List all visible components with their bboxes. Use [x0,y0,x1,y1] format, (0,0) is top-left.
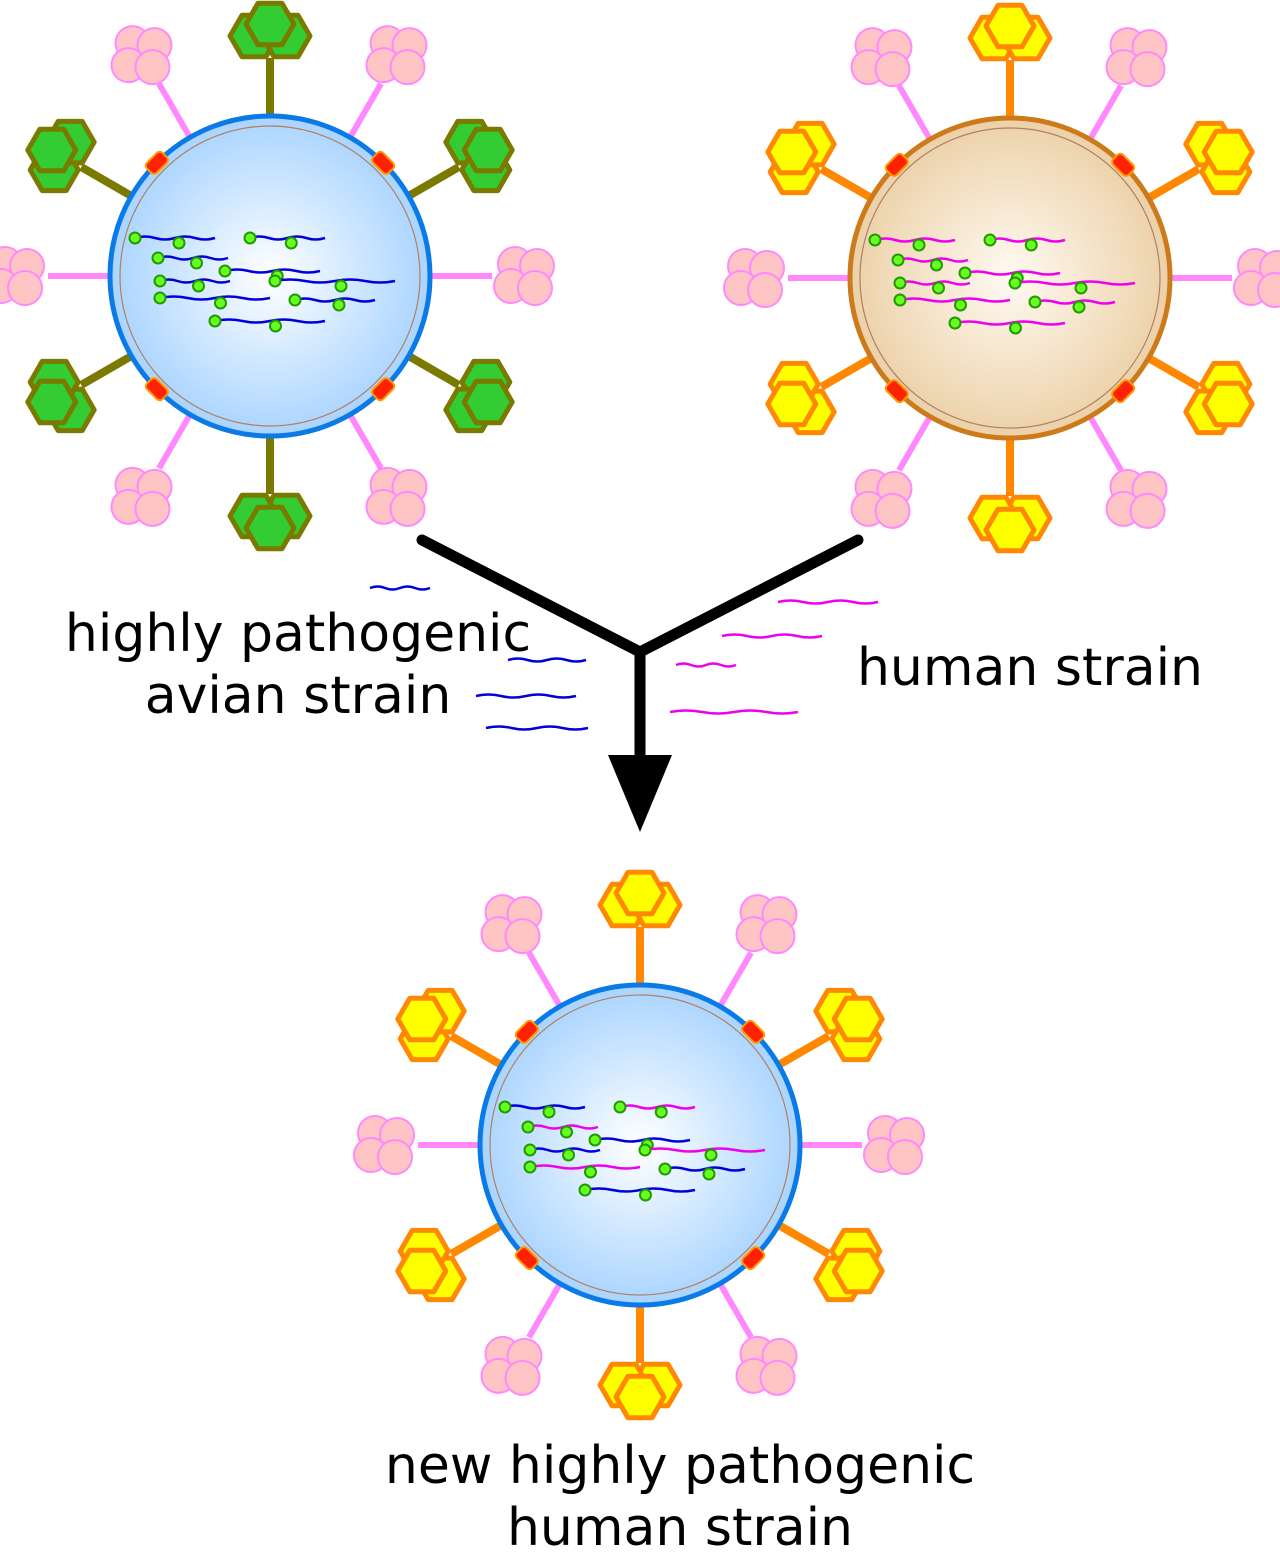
rna-segment-icon [638,1143,766,1162]
ion-channel-icon [514,1246,539,1271]
hemagglutinin-spike-icon [597,869,683,985]
neuraminidase-spike-icon [0,246,110,306]
ion-channel-icon [514,1019,539,1044]
neuraminidase-spike-icon [353,1115,480,1175]
neuraminidase-spike-icon [110,413,193,527]
merge-arrow-icon [416,534,864,832]
ion-channel-icon [371,377,396,402]
ion-channel-icon [884,152,909,177]
new-virus-particle [353,869,925,1421]
rna-segment-icon [485,725,589,731]
rna-segment-icon [1028,295,1116,314]
rna-segment-icon [669,709,799,715]
rna-segment-icon [153,291,271,310]
neuraminidase-spike-icon [347,25,428,139]
rna-segment-icon [777,599,879,605]
rna-segment-icon [948,316,1066,335]
rna-segment-icon [153,274,231,293]
hemagglutinin-spike-icon [406,352,515,434]
ion-channel-icon [144,377,169,402]
rna-segment-icon [268,274,396,293]
rna-segment-icon [721,633,823,639]
rna-segment-icon [613,1100,696,1119]
hemagglutinin-spike-icon [967,2,1053,118]
neuraminidase-spike-icon [1087,27,1168,141]
hemagglutinin-spike-icon [776,1221,885,1303]
hemagglutinin-spike-icon [1146,120,1255,202]
avian-virus-particle [0,0,555,552]
rna-segment-icon [128,231,216,250]
rna-segment-icon [1008,276,1136,295]
neuraminidase-spike-icon [717,894,798,1008]
hemagglutinin-spike-icon [25,352,134,434]
hemagglutinin-spike-icon [776,987,885,1069]
neuraminidase-spike-icon [480,894,563,1008]
rna-segment-icon [578,1183,696,1202]
rna-segment-icon [658,1162,746,1181]
hemagglutinin-spike-icon [597,1305,683,1421]
neuraminidase-spike-icon [850,415,933,529]
label-human-line1: human strain [856,638,1204,698]
capsid-shell [847,115,1173,441]
rna-segment-icon [893,276,971,295]
rna-segment-icon [893,293,1011,312]
label-new-line1: new highly pathogenic [384,1436,976,1496]
neuraminidase-spike-icon [347,413,428,527]
rna-segment-icon [475,693,577,699]
neuraminidase-spike-icon [1087,415,1168,529]
label-new-strain: new highly pathogenic human strain [330,1435,1030,1559]
rna-segment-icon [891,253,969,272]
loose-rna-segments [369,585,879,731]
neuraminidase-spike-icon [717,1282,798,1396]
label-avian-line2: avian strain [144,666,452,726]
hemagglutinin-spike-icon [227,0,313,116]
neuraminidase-spike-icon [800,1115,925,1175]
hemagglutinin-spike-icon [765,120,874,202]
rna-segment-icon [868,233,956,252]
rna-segment-icon [523,1160,641,1179]
rna-segment-icon [369,585,431,591]
hemagglutinin-spike-icon [406,118,515,200]
rna-segment-icon [507,657,587,663]
ion-channel-icon [884,379,909,404]
rna-segment-icon [983,233,1066,252]
ion-channel-icon [371,150,396,175]
ion-channel-icon [741,1019,766,1044]
hemagglutinin-spike-icon [25,118,134,200]
neuraminidase-spike-icon [850,27,933,141]
neuraminidase-spike-icon [110,25,193,139]
hemagglutinin-spike-icon [967,438,1053,554]
hemagglutinin-spike-icon [395,987,504,1069]
neuraminidase-spike-icon [480,1282,563,1396]
hemagglutinin-spike-icon [1146,354,1255,436]
rna-segment-icon [151,251,229,270]
rna-segment-icon [958,266,1061,285]
label-new-line2: human strain [506,1498,854,1558]
rna-segment-icon [498,1100,586,1119]
ion-channel-icon [1111,152,1136,177]
hemagglutinin-spike-icon [765,354,874,436]
neuraminidase-spike-icon [430,246,555,306]
ion-channel-icon [741,1246,766,1271]
ion-channel-icon [144,150,169,175]
label-avian-line1: highly pathogenic [64,604,532,664]
rna-segment-icon [523,1143,601,1162]
hemagglutinin-spike-icon [395,1221,504,1303]
rna-segment-icon [675,662,737,668]
rna-segment-icon [288,293,376,312]
neuraminidase-spike-icon [723,248,850,308]
rna-segment-icon [208,314,326,333]
capsid-shell [477,982,803,1308]
rna-segment-icon [243,231,326,250]
capsid-shell [107,113,433,439]
hemagglutinin-spike-icon [227,436,313,552]
label-avian-strain: highly pathogenic avian strain [48,603,548,727]
neuraminidase-spike-icon [1170,248,1280,308]
human-virus-particle [723,2,1280,554]
rna-segment-icon [521,1120,599,1139]
label-human-strain: human strain [820,637,1240,699]
ion-channel-icon [1111,379,1136,404]
